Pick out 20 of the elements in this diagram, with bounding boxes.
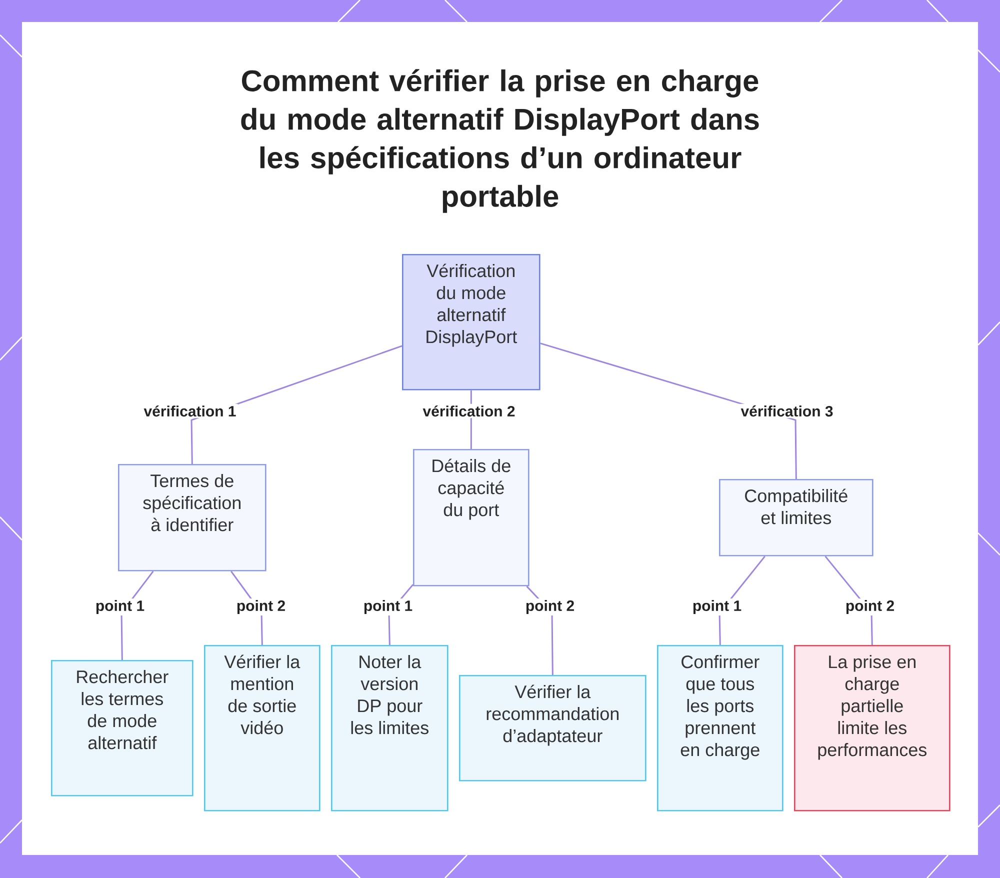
edge-label: vérification 1 [142,404,238,418]
edge-label: point 1 [690,598,744,616]
edge-label: point 1 [94,598,146,616]
edge-label: vérification 3 [739,404,835,418]
highlighted-box: La prise en charge partielle limite les performances [794,645,950,812]
leaf-box: Rechercher les termes de mode alternatif [51,660,194,796]
branch-box: Compatibilité et limites [719,479,874,556]
edge-label: vérification 2 [421,404,517,418]
leaf-box: Noter la version DP pour les limites [331,645,448,812]
title: Comment vérifier la prise en charge du mode alternatif DisplayPort dans les spécifications d’un ordinateur portable [241,69,759,213]
edge-label: point 2 [234,598,288,616]
branch-box: Détails de capacité du port [413,449,530,586]
branch-box: Termes de spécification à identifier [118,464,266,572]
edge-label: point 2 [844,598,896,616]
leaf-box: Vérifier la recommandation d’adaptateur [459,675,646,782]
edge-label: point 2 [524,598,576,616]
leaf-box: Confirmer que tous les ports prennent en charge [657,645,784,812]
edge-label: point 1 [362,598,414,616]
root-box: Vérification du mode alternatif DisplayPort [402,254,540,390]
leaf-box: Vérifier la mention de sortie vidéo [204,645,320,812]
